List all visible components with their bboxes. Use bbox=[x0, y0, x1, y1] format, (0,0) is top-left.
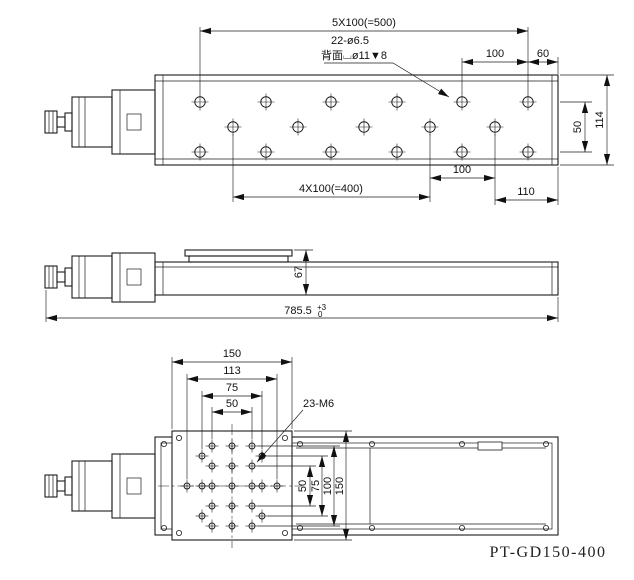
tolerance-upper: +3 bbox=[317, 303, 327, 312]
hole bbox=[322, 143, 340, 161]
hole bbox=[486, 118, 504, 136]
top-view: 5X100(=500) 22-ø6.5 背面⌴ø11▼8 100 60 50 1… bbox=[44, 17, 614, 205]
dim-label-width-50: 50 bbox=[226, 398, 238, 410]
top-view-motor bbox=[44, 89, 156, 155]
bottom-view: 150 113 75 50 23-M6 50 75 bbox=[44, 348, 559, 548]
dim-label-height-150: 150 bbox=[334, 477, 346, 495]
hole bbox=[191, 93, 209, 111]
dim-label-60: 60 bbox=[537, 48, 549, 60]
holes-note: 22-ø6.5 bbox=[331, 35, 369, 47]
frame-screw bbox=[543, 440, 549, 448]
dim-label-pitch-100: 100 bbox=[453, 164, 471, 176]
hole bbox=[289, 118, 307, 136]
hole bbox=[453, 93, 471, 111]
thread-note: 23-M6 bbox=[303, 398, 334, 410]
side-view-carriage bbox=[184, 249, 293, 263]
dim-label-top-pitch: 5X100(=500) bbox=[332, 17, 396, 29]
frame-screw bbox=[160, 525, 168, 531]
hole bbox=[322, 93, 340, 111]
side-view-motor bbox=[44, 252, 156, 303]
top-view-dimensions: 5X100(=500) 22-ø6.5 背面⌴ø11▼8 100 60 50 1… bbox=[199, 17, 614, 205]
hole bbox=[388, 93, 406, 111]
hole bbox=[453, 143, 471, 161]
hole bbox=[519, 93, 537, 111]
dim-label-height-75: 75 bbox=[310, 480, 322, 492]
dim-label-height-100: 100 bbox=[322, 477, 334, 495]
hole bbox=[421, 118, 439, 136]
dim-label-width-150: 150 bbox=[223, 348, 241, 360]
dim-label-50: 50 bbox=[572, 121, 584, 133]
bottom-view-dimensions: 150 113 75 50 23-M6 50 75 bbox=[171, 348, 352, 541]
hole bbox=[355, 118, 373, 136]
dim-label-bottom-pitch: 4X100(=400) bbox=[299, 183, 363, 195]
frame-screw bbox=[458, 525, 466, 531]
bottom-view-body bbox=[154, 436, 559, 536]
frame-screw bbox=[160, 440, 168, 448]
dim-label-100-top: 100 bbox=[486, 48, 504, 60]
tolerance-lower: 0 bbox=[318, 310, 323, 319]
top-view-holes bbox=[191, 93, 537, 161]
hole bbox=[257, 143, 275, 161]
frame-screw bbox=[543, 525, 549, 531]
frame-screw bbox=[458, 440, 466, 448]
model-number-label: PT-GD150-400 bbox=[490, 544, 607, 561]
side-view-rail bbox=[154, 261, 559, 296]
hole bbox=[388, 143, 406, 161]
dim-label-overall-length: 785.5 bbox=[284, 305, 312, 317]
dim-label-width-75: 75 bbox=[226, 382, 238, 394]
counterbore-note: 背面⌴ø11▼8 bbox=[321, 48, 387, 62]
bottom-view-motor bbox=[44, 453, 156, 519]
side-view-dimensions: 67 785.5 +3 0 bbox=[45, 249, 559, 322]
top-view-body bbox=[154, 74, 559, 166]
hole bbox=[191, 143, 209, 161]
dim-label-114: 114 bbox=[594, 111, 606, 129]
dim-label-width-113: 113 bbox=[223, 365, 241, 377]
hole bbox=[257, 93, 275, 111]
dim-label-67: 67 bbox=[293, 266, 305, 278]
frame-screw bbox=[368, 440, 376, 448]
hole bbox=[519, 143, 537, 161]
dim-label-height-50: 50 bbox=[297, 480, 309, 492]
frame-screw bbox=[368, 525, 376, 531]
hole bbox=[224, 118, 242, 136]
side-view: 67 785.5 +3 0 bbox=[44, 249, 559, 322]
dim-label-110: 110 bbox=[517, 186, 535, 198]
